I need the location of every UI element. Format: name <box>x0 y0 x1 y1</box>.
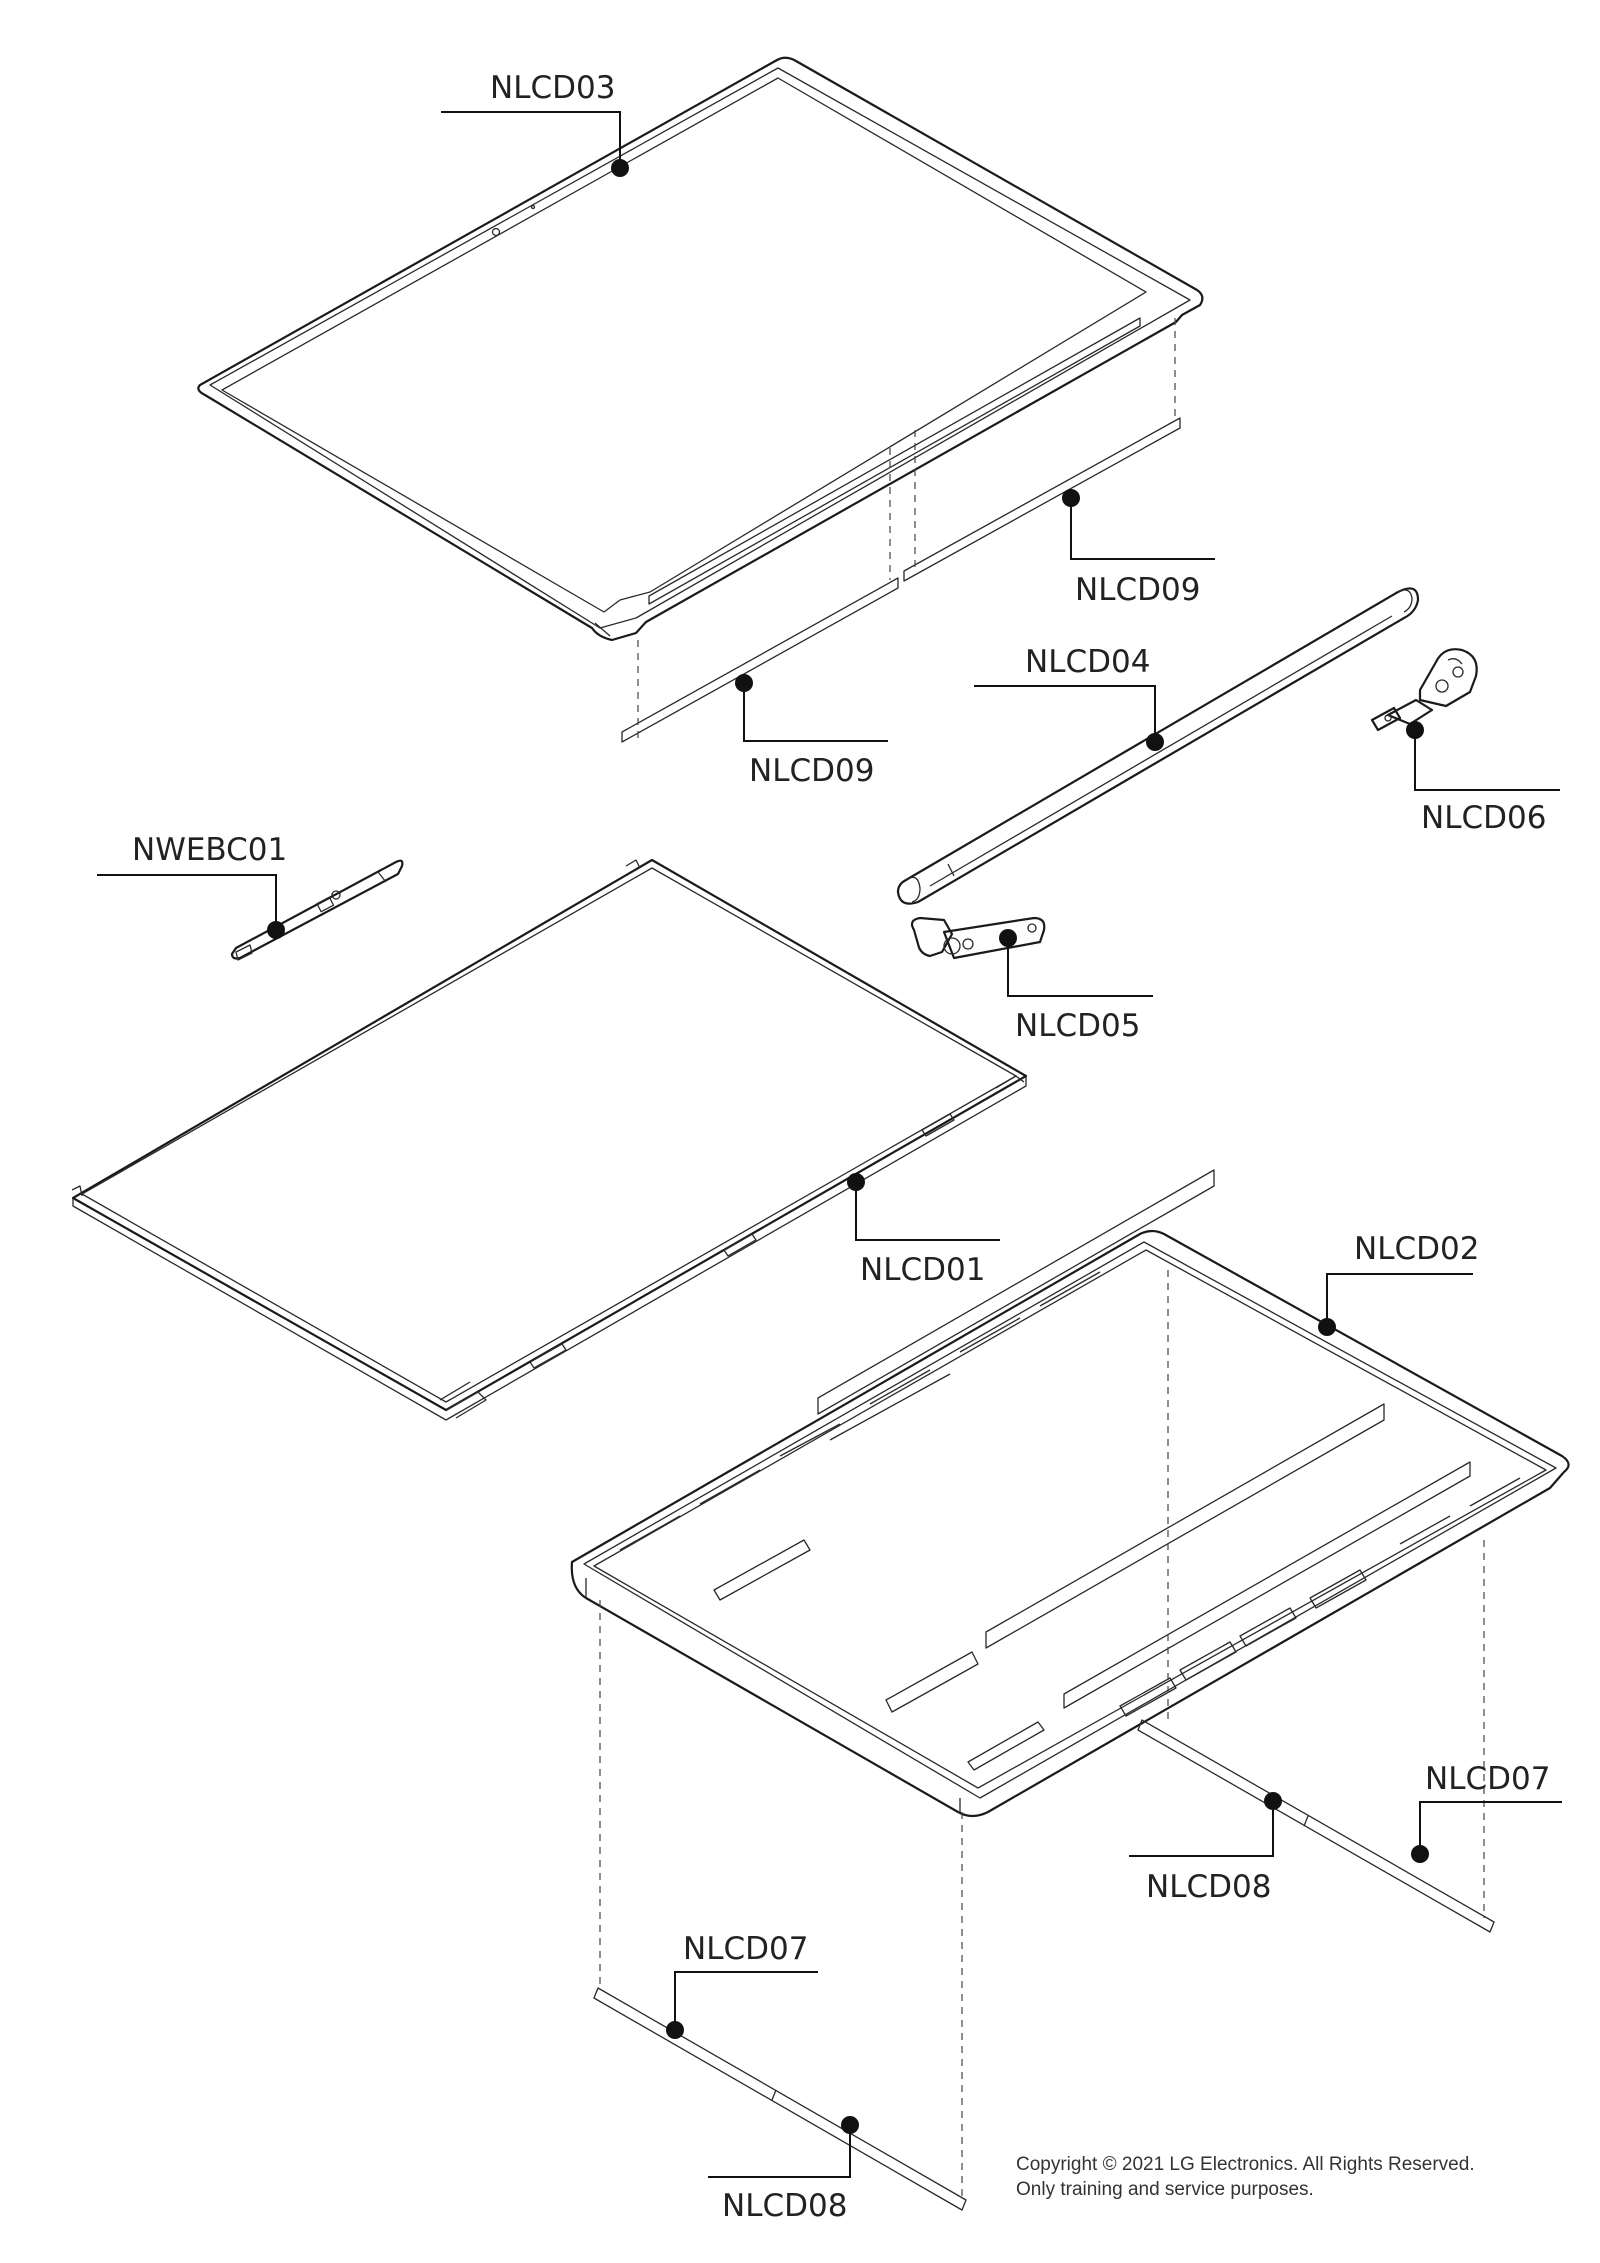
callout-nlcd09-right: NLCD09 <box>1062 489 1215 608</box>
callout-nlcd09-left: NLCD09 <box>735 674 888 789</box>
lcd-bezel-part <box>197 56 1204 642</box>
cover-tape-strip-right <box>1137 1719 1495 1933</box>
label-nlcd05: NLCD05 <box>1015 1008 1140 1044</box>
callout-nlcd03: NLCD03 <box>441 70 629 177</box>
label-nlcd04: NLCD04 <box>1025 644 1150 680</box>
label-nlcd09-right: NLCD09 <box>1075 572 1200 608</box>
callout-nlcd08-bottom: NLCD08 <box>708 2116 859 2224</box>
webcam-module-part <box>230 859 404 961</box>
label-nlcd09-left: NLCD09 <box>749 753 874 789</box>
callout-nlcd06: NLCD06 <box>1406 721 1560 836</box>
callout-nwebc01: NWEBC01 <box>97 832 287 939</box>
label-nlcd01: NLCD01 <box>860 1252 985 1288</box>
rear-cover-part <box>570 1169 1570 1818</box>
callout-nlcd02: NLCD02 <box>1318 1231 1479 1336</box>
copyright-notice: Copyright © 2021 LG Electronics. All Rig… <box>1016 2154 1475 2200</box>
label-nlcd02: NLCD02 <box>1354 1231 1479 1267</box>
label-nlcd06: NLCD06 <box>1421 800 1546 836</box>
lcd-tape-strip-right <box>903 417 1181 582</box>
callout-nlcd01: NLCD01 <box>847 1173 1000 1288</box>
right-hinge-part <box>1370 648 1478 732</box>
copyright-line-2: Only training and service purposes. <box>1016 2179 1314 2200</box>
lcd-tape-strip-left <box>621 577 899 743</box>
label-nwebc01: NWEBC01 <box>132 832 287 868</box>
guide-lines-top <box>637 318 1176 738</box>
callout-nlcd07-right: NLCD07 <box>1411 1761 1562 1863</box>
label-nlcd03: NLCD03 <box>490 70 615 106</box>
label-nlcd08-bottom: NLCD08 <box>722 2188 847 2224</box>
callout-nlcd04: NLCD04 <box>974 644 1164 751</box>
callout-nlcd05: NLCD05 <box>999 929 1153 1044</box>
label-nlcd07-bottom: NLCD07 <box>683 1931 808 1967</box>
callout-nlcd07-bottom: NLCD07 <box>666 1931 818 2039</box>
hinge-cover-part <box>896 587 1420 905</box>
guide-lines-bottom <box>599 1270 1485 2202</box>
left-hinge-part <box>910 916 1046 960</box>
lcd-panel-part <box>71 858 1028 1421</box>
copyright-line-1: Copyright © 2021 LG Electronics. All Rig… <box>1016 2154 1475 2175</box>
label-nlcd07-right: NLCD07 <box>1425 1761 1550 1797</box>
label-nlcd08-right: NLCD08 <box>1146 1869 1271 1905</box>
callout-nlcd08-right: NLCD08 <box>1129 1792 1282 1905</box>
